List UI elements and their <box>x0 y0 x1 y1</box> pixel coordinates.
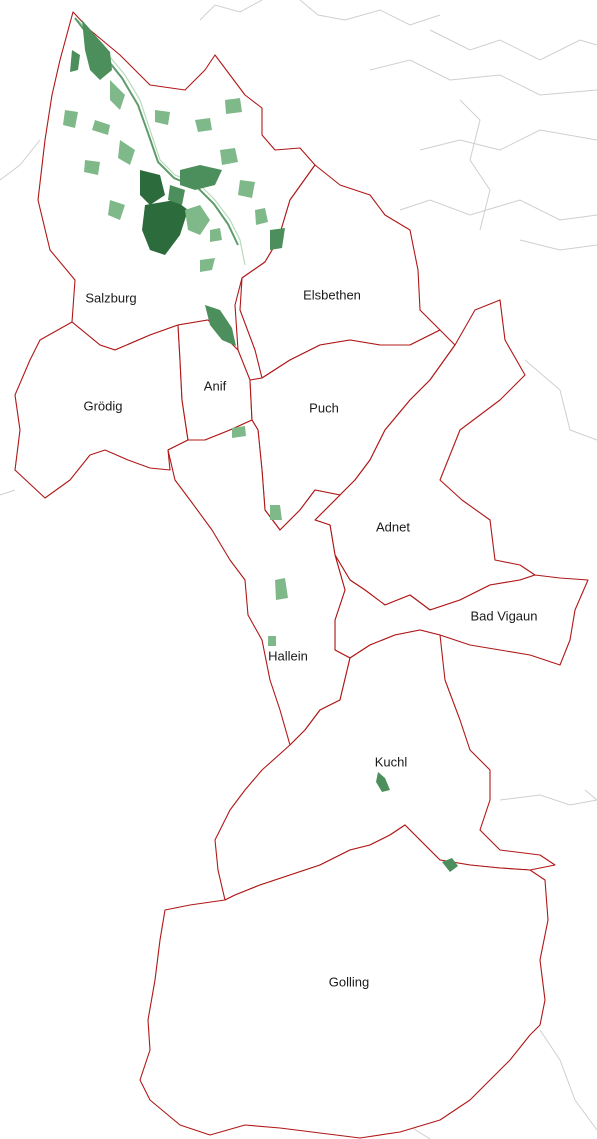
rivers <box>74 17 246 266</box>
label-elsbethen: Elsbethen <box>303 287 361 303</box>
label-kuchl: Kuchl <box>374 754 408 770</box>
label-hallein: Hallein <box>268 648 308 664</box>
label-bad-vigaun: Bad Vigaun <box>470 608 538 624</box>
label-adnet: Adnet <box>376 519 410 535</box>
label-anif: Anif <box>203 378 227 394</box>
label-golling: Golling <box>328 974 370 990</box>
label-groedig: Grödig <box>83 398 123 414</box>
polygon-golling[interactable] <box>139 824 549 1139</box>
label-salzburg: Salzburg <box>85 290 137 306</box>
polygon-hallein[interactable] <box>167 419 351 746</box>
polygon-groedig[interactable] <box>14 321 189 499</box>
green-areas <box>63 20 458 872</box>
label-puch: Puch <box>309 400 339 416</box>
municipality-polygons <box>14 11 589 1139</box>
